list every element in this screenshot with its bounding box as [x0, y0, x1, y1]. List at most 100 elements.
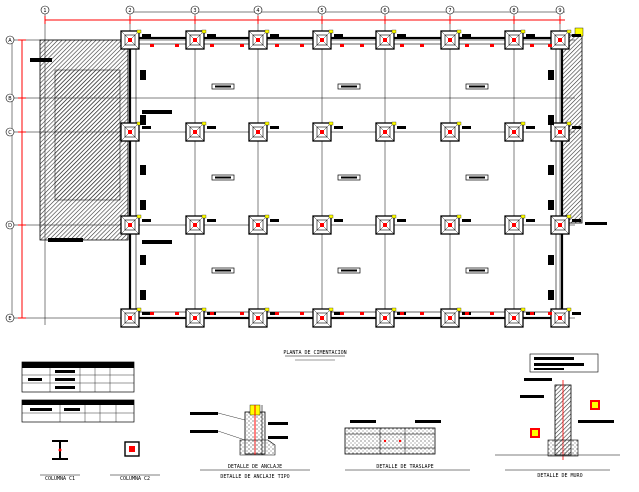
footing-column-core	[558, 223, 562, 227]
edge-marker-top	[400, 44, 404, 47]
grid-bubble-col-label: 5	[320, 8, 323, 14]
grid-bubble-col-3	[190, 5, 200, 15]
edge-marker-bottom	[490, 312, 494, 315]
footing-column-core	[193, 223, 197, 227]
footing-tag	[334, 126, 343, 129]
footing	[248, 307, 279, 328]
footing-tag	[334, 312, 343, 315]
footing-marker	[520, 307, 526, 312]
zone-label-text	[341, 269, 357, 272]
grid-bubble-col-label: 3	[193, 8, 196, 14]
footing-marker	[520, 29, 526, 34]
footing-pedestal	[316, 219, 328, 231]
footing	[312, 121, 343, 142]
footing-pedestal	[508, 126, 520, 138]
footing-column-core	[512, 316, 516, 320]
plan-title: PLANTA DE CIMENTACION	[283, 350, 346, 356]
zone-label-text	[341, 176, 357, 179]
edge-marker-bottom	[150, 312, 154, 315]
beam-label	[142, 110, 172, 114]
footing-pedestal	[379, 219, 391, 231]
left-dimension-line	[11, 40, 23, 318]
footing-marker	[456, 29, 462, 34]
footing-marker	[328, 121, 334, 126]
footing	[120, 307, 151, 328]
footing-tag	[142, 126, 151, 129]
footing-column-core	[383, 316, 387, 320]
footing	[185, 29, 216, 50]
footing-tag	[270, 126, 279, 129]
footing-column-core	[193, 316, 197, 320]
footing-pedestal	[379, 312, 391, 324]
footing	[440, 214, 471, 235]
footing-pedestal	[554, 219, 566, 231]
edge-marker-bottom	[300, 312, 304, 315]
footing-marker	[566, 307, 572, 312]
footing-pedestal	[124, 312, 136, 324]
footing-tag	[572, 34, 581, 37]
slab-outline	[128, 36, 564, 320]
edge-marker-top	[548, 44, 552, 47]
footing-pedestal	[252, 34, 264, 46]
footing	[375, 121, 406, 142]
footing-tag	[142, 219, 151, 222]
edge-marker-top	[420, 44, 424, 47]
edge-marker-bottom	[210, 312, 214, 315]
footing-marker	[136, 214, 142, 219]
grid-bubble-row-1	[5, 35, 15, 45]
footing-pedestal	[444, 312, 456, 324]
plan-labels	[140, 70, 607, 300]
edge-marker-bottom	[175, 312, 179, 315]
footing-pedestal	[379, 34, 391, 46]
edge-tag-left	[140, 255, 146, 265]
footing-column-core	[128, 130, 132, 134]
edge-tag-right	[548, 255, 554, 265]
footing-marker	[456, 307, 462, 312]
footing-marker	[328, 29, 334, 34]
edge-marker-bottom	[240, 312, 244, 315]
schedule-table-1	[21, 361, 135, 393]
footing-tag	[462, 34, 471, 37]
footing	[375, 29, 406, 50]
footing	[504, 121, 535, 142]
footing-pedestal	[124, 34, 136, 46]
footing-tag	[526, 126, 535, 129]
footing-pedestal	[554, 34, 566, 46]
grid-bubble-col-label: 1	[43, 8, 46, 14]
footing-column-core	[558, 130, 562, 134]
footing-tag	[270, 312, 279, 315]
edge-tag-left	[140, 290, 146, 300]
footing-column-core	[512, 38, 516, 42]
footing-tag	[397, 126, 406, 129]
footing-column-core	[256, 38, 260, 42]
footing-column-core	[256, 130, 260, 134]
detail-3-caption: DETALLE DE ANCLAJE	[228, 464, 282, 470]
top-dimension-line	[45, 11, 565, 21]
footing	[120, 29, 151, 50]
footing-marker	[391, 121, 397, 126]
footing	[550, 214, 581, 235]
footing-column-core	[558, 316, 562, 320]
footing-pedestal	[189, 126, 201, 138]
footing-pedestal	[189, 219, 201, 231]
edge-marker-top	[210, 44, 214, 47]
footing-tag	[270, 34, 279, 37]
footing-pedestal	[124, 126, 136, 138]
footing-column-core	[448, 130, 452, 134]
grid-bubble-row-label: C	[8, 130, 12, 136]
grid-bubble-row-5	[5, 313, 15, 323]
footing-tag	[334, 219, 343, 222]
footing	[312, 29, 343, 50]
footing-column-core	[383, 130, 387, 134]
footing-marker	[201, 121, 207, 126]
grid-bubble-col-4	[253, 5, 263, 15]
footing-pedestal	[444, 219, 456, 231]
grid-bubble-row-label: D	[8, 223, 12, 229]
footing-marker	[520, 214, 526, 219]
footing-column-core	[383, 38, 387, 42]
footing-pedestal	[189, 34, 201, 46]
footing-pedestal	[508, 312, 520, 324]
edge-marker-bottom	[530, 312, 534, 315]
footing	[504, 214, 535, 235]
